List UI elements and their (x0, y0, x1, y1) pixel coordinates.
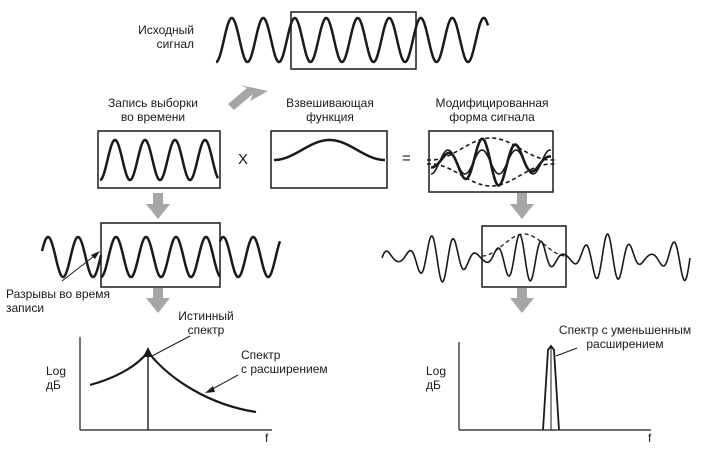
envelope-lower-dashed (427, 163, 555, 187)
gaps-pointer-head (91, 251, 100, 259)
modified-waveform-box (428, 130, 554, 193)
reduced-spectrum-plot (458, 342, 651, 431)
weighting-function-box (270, 130, 388, 189)
reduced-spectrum-pointer (555, 347, 578, 357)
windowed-extension-wave (381, 233, 691, 283)
leakage-spectrum-plot (79, 335, 272, 431)
time-record-wave (99, 138, 220, 182)
equals-sign: = (402, 150, 411, 167)
arrow-down-left (228, 85, 268, 110)
time-record-box (97, 130, 221, 189)
arrow-down-3 (510, 193, 534, 219)
periodic-extension-wave (40, 235, 282, 279)
spread-spectrum-curve (89, 350, 257, 414)
window-envelope-dashed (482, 233, 566, 257)
spread-spectrum-pointer-head (205, 386, 215, 393)
sample-window-box (290, 11, 417, 70)
weighting-function-curve (274, 138, 385, 162)
gaps-pointer (61, 252, 99, 282)
x-axis-label-left: f (265, 431, 269, 445)
x-axis-label-right: f (648, 431, 652, 445)
true-spectrum-arrowhead (143, 347, 153, 357)
arrow-down-4 (510, 288, 534, 313)
arrow-down-1 (146, 193, 170, 219)
multiply-sign: X (238, 151, 249, 168)
extension-record-box (100, 222, 221, 288)
source-signal-wave (215, 16, 490, 64)
arrow-down-2 (146, 288, 170, 313)
true-spectrum-pointer (151, 335, 191, 357)
envelope-upper-dashed (427, 137, 555, 161)
modified-wave (431, 137, 551, 187)
